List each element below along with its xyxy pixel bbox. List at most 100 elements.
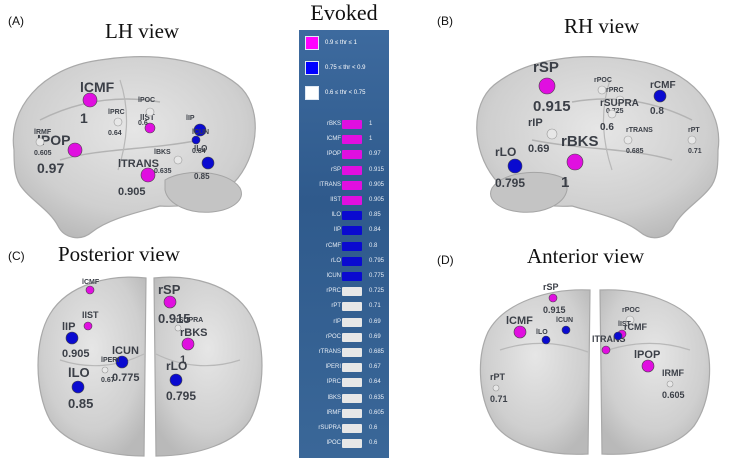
legend-row-label: lCUN <box>326 273 341 279</box>
legend-row-label: rPOC <box>326 333 341 340</box>
legend-row-bar <box>342 256 362 266</box>
node-rip-marker <box>546 128 558 140</box>
legend-row-bar <box>342 241 362 251</box>
node-rtrans-value: 0.685 <box>626 148 644 155</box>
node-lrmf-marker <box>666 380 674 388</box>
node-lip-value: 0.905 <box>62 348 90 360</box>
node-llo-value: 0.85 <box>68 396 93 411</box>
legend-row-value: 0.97 <box>369 151 381 158</box>
node-lcun-label: lCUN <box>192 129 209 136</box>
node-rcmf-value: 0.8 <box>650 106 664 117</box>
node-lpoc-value: 0.6 <box>138 120 148 127</box>
node-ltrans-marker <box>140 167 156 183</box>
legend-row-label: lRMF <box>326 409 341 416</box>
panel-d-title: Anterior view <box>527 244 645 268</box>
legend-row-value: 0.795 <box>369 257 385 264</box>
node-lrmf-value: 0.605 <box>662 390 685 400</box>
node-llo-label: lLO <box>194 144 207 153</box>
node-lbks-value: 0.635 <box>154 168 172 175</box>
node-rsp-marker <box>548 293 558 303</box>
legend-row: rLO 0.795 <box>299 255 389 269</box>
node-rbks-value: 1 <box>561 174 569 191</box>
legend-row-value: 0.84 <box>369 227 381 234</box>
node-rsp-label: rSP <box>158 282 181 297</box>
legend-row-label: lBKS <box>327 394 341 401</box>
node-lcun-label: lCUN <box>112 345 139 357</box>
legend-row-value: 0.905 <box>369 197 385 203</box>
node-lcun-value: 0.775 <box>112 372 140 384</box>
legend-row-bar <box>342 424 362 433</box>
node-lcmf-marker <box>513 325 527 339</box>
node-rlo-label: rLO <box>166 359 187 373</box>
node-ltrans-label: lTRANS <box>118 158 159 170</box>
legend-row-bar <box>342 211 362 221</box>
node-lcun-marker <box>115 355 129 369</box>
node-ltrans-value: 0.905 <box>118 186 146 198</box>
panel-a-letter: (A) <box>8 14 24 28</box>
legend-key: 0.9 ≤ thr ≤ 1 <box>305 35 357 51</box>
node-rlo-value: 0.795 <box>495 176 525 190</box>
node-lpop-marker <box>641 359 655 373</box>
legend-row-value: 0.69 <box>369 318 381 325</box>
legend-row-value: 0.6 <box>369 440 378 447</box>
legend-row-bar <box>342 135 362 145</box>
legend-row-value: 0.69 <box>369 333 381 340</box>
legend-row-bar <box>342 317 362 327</box>
legend-row-label: rLO <box>330 257 341 264</box>
legend-row-bar <box>342 150 362 160</box>
legend-row-bar <box>342 120 362 129</box>
node-lcmf-value: 1 <box>80 110 88 126</box>
node-rpt-label: rPT <box>490 372 506 382</box>
legend-row-value: 0.635 <box>369 394 385 401</box>
legend-row-bar <box>342 348 362 357</box>
node-lbks-label: lBKS <box>154 149 171 156</box>
node-rip-label: rIP <box>528 117 543 129</box>
legend-key: 0.6 ≤ thr < 0.75 <box>305 85 366 101</box>
legend-row-label: lPOP <box>326 151 341 158</box>
node-llo-label: lLO <box>68 365 90 380</box>
legend-row-bar <box>342 226 362 236</box>
legend-row-label: lPRC <box>326 379 341 386</box>
node-llo-marker <box>201 156 215 170</box>
legend-row-label: lPERI <box>325 364 341 371</box>
node-rsp-label: rSP <box>533 59 559 76</box>
node-list-marker <box>83 321 93 331</box>
node-rbks-value: 1 <box>180 354 186 366</box>
node-rpt-marker <box>687 135 697 145</box>
legend-row: lPOP 0.97 <box>299 148 389 162</box>
legend-key: 0.75 ≤ thr < 0.9 <box>305 60 366 76</box>
left-hemisphere-shape <box>37 276 147 457</box>
legend-row-value: 1 <box>369 121 373 127</box>
node-rpoc-label: rPOC <box>594 77 612 84</box>
legend-row: lPOC 0.6 <box>299 437 389 451</box>
node-rsp-value: 0.915 <box>158 311 191 326</box>
legend-row-label: rPRC <box>326 288 341 295</box>
legend-key-label: 0.75 ≤ thr < 0.9 <box>325 65 366 71</box>
legend-row-label: lIP <box>333 227 341 234</box>
node-lprc-marker <box>113 117 123 127</box>
node-lbks-marker <box>173 155 183 165</box>
sulcus-line <box>59 353 145 367</box>
node-lpop-value: 0.97 <box>37 160 64 176</box>
node-ltrans-label: lTRANS <box>592 334 626 344</box>
node-lip-marker <box>65 331 79 345</box>
node-lpop-label: lPOP <box>634 349 660 361</box>
node-lrmf-marker <box>35 137 45 147</box>
legend-row-label: lPOC <box>326 440 341 447</box>
legend-title: Evoked <box>310 0 378 25</box>
legend-row-label: lLO <box>331 212 341 219</box>
legend-row-value: 1 <box>369 136 373 143</box>
legend-row-bar <box>342 332 362 342</box>
right-hemisphere-shape <box>153 276 263 457</box>
legend-key-swatch <box>305 61 319 75</box>
legend-key-swatch <box>305 36 319 50</box>
node-lperi-value: 0.67 <box>101 377 115 384</box>
sulcus-line <box>571 98 693 121</box>
node-rsupra-value: 0.6 <box>600 122 614 133</box>
